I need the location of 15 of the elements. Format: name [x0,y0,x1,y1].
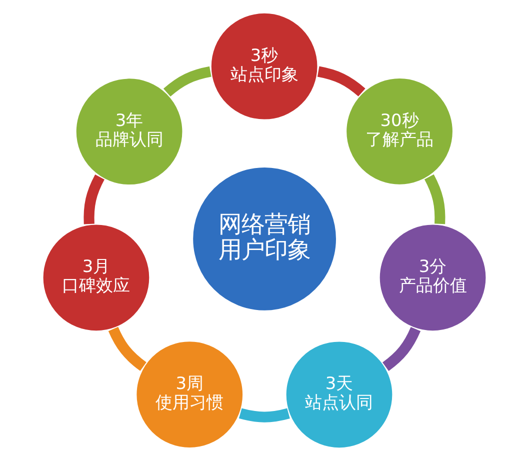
node-circle: 3年 品牌认同 [74,76,184,187]
node-circle: 网络营销用户印象 [190,165,338,312]
node-circle: 3月 口碑效应 [40,222,151,333]
connector [382,326,420,371]
node-circle: 3分 产品价值 [377,222,488,333]
node-circle: 3天 站点认同 [284,340,394,450]
connector [83,174,104,224]
connector [238,408,290,422]
connector [316,66,365,96]
node-circle: 3秒 站点印象 [208,11,319,122]
connector [163,66,211,97]
connector [424,174,445,224]
node-circle: 3周 使用习惯 [134,340,244,450]
connector [108,326,146,371]
node-circle: 30秒 了解产品 [344,76,454,186]
